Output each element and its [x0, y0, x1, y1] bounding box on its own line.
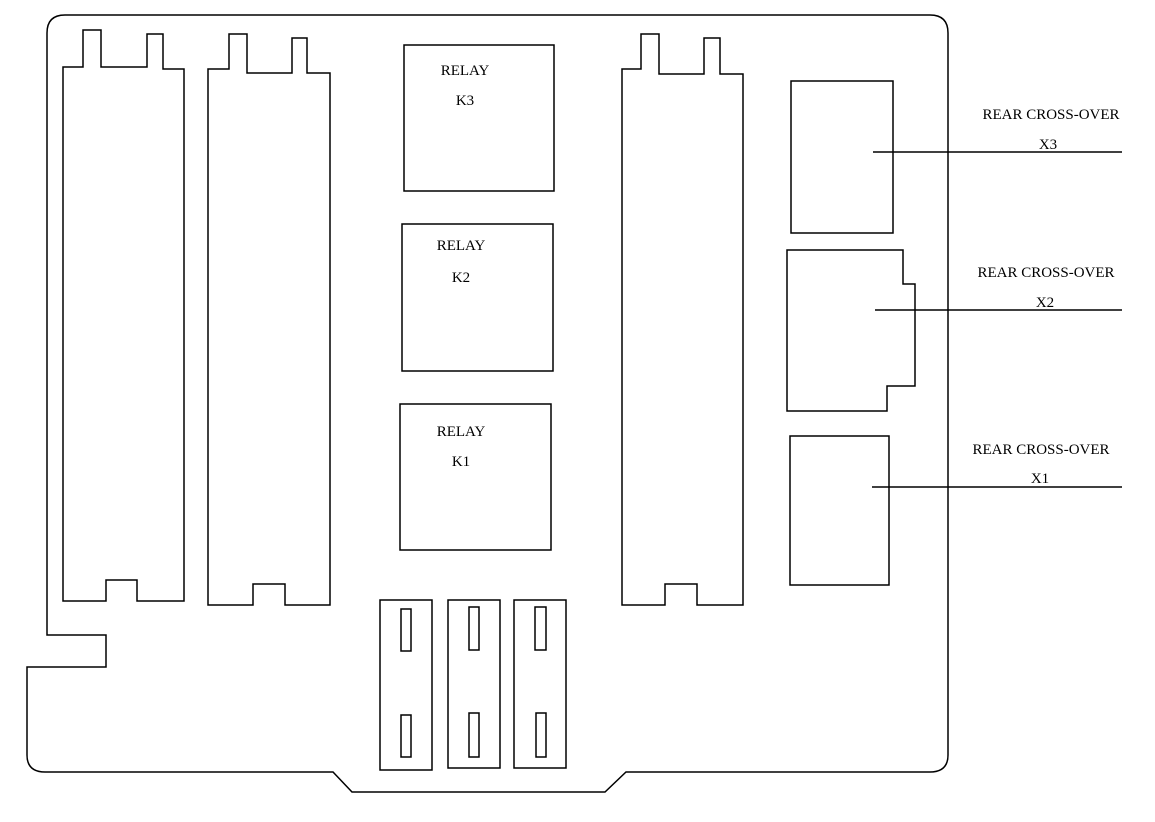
crossover-x2: REAR CROSS-OVER X2 — [786, 249, 1122, 412]
crossover-x3-box — [790, 80, 894, 234]
relay-k3-id: K3 — [456, 93, 474, 109]
small-fuse-holder-3-slot-bottom — [535, 712, 547, 758]
small-fuse-holder-3-body — [513, 599, 567, 769]
small-fuse-holder-2 — [447, 599, 501, 769]
crossover-x3-id: X3 — [1039, 137, 1057, 153]
tall-fuse-holder-2 — [207, 33, 331, 606]
crossover-x3-label: REAR CROSS-OVER — [982, 107, 1119, 123]
tall-fuse-holder-1 — [62, 29, 185, 602]
crossover-x2-box — [786, 249, 916, 412]
relay-k2: RELAY K2 — [401, 223, 554, 372]
crossover-x1-label: REAR CROSS-OVER — [972, 442, 1109, 458]
crossover-x1: REAR CROSS-OVER X1 — [789, 435, 1122, 586]
small-fuse-holder-3-slot-top — [534, 606, 547, 651]
crossover-x2-label: REAR CROSS-OVER — [977, 265, 1114, 281]
relay-k1: RELAY K1 — [399, 403, 552, 551]
small-fuse-holder-1-slot-top — [400, 608, 412, 652]
small-fuse-holder-1 — [379, 599, 433, 771]
relay-k1-id: K1 — [452, 454, 470, 470]
crossover-x1-box — [789, 435, 890, 586]
small-fuse-holder-2-slot-top — [468, 606, 480, 651]
small-fuse-holder-2-body — [447, 599, 501, 769]
crossover-x2-id: X2 — [1036, 295, 1054, 311]
relay-k3-label: RELAY — [441, 63, 490, 79]
small-fuse-holder-1-body — [379, 599, 433, 771]
relay-k2-id: K2 — [452, 270, 470, 286]
relay-k1-box — [399, 403, 552, 551]
small-fuse-holder-1-slot-bottom — [400, 714, 412, 758]
relay-k1-label: RELAY — [437, 424, 486, 440]
crossover-x3: REAR CROSS-OVER X3 — [790, 80, 1122, 234]
small-fuse-holder-3 — [513, 599, 567, 769]
small-fuse-holder-2-slot-bottom — [468, 712, 480, 758]
relay-k3-box — [403, 44, 555, 192]
relay-k2-label: RELAY — [437, 238, 486, 254]
crossover-x1-id: X1 — [1031, 471, 1049, 487]
board-outline — [26, 14, 949, 793]
relay-k2-box — [401, 223, 554, 372]
tall-fuse-holder-3 — [621, 33, 744, 606]
relay-k3: RELAY K3 — [403, 44, 555, 192]
